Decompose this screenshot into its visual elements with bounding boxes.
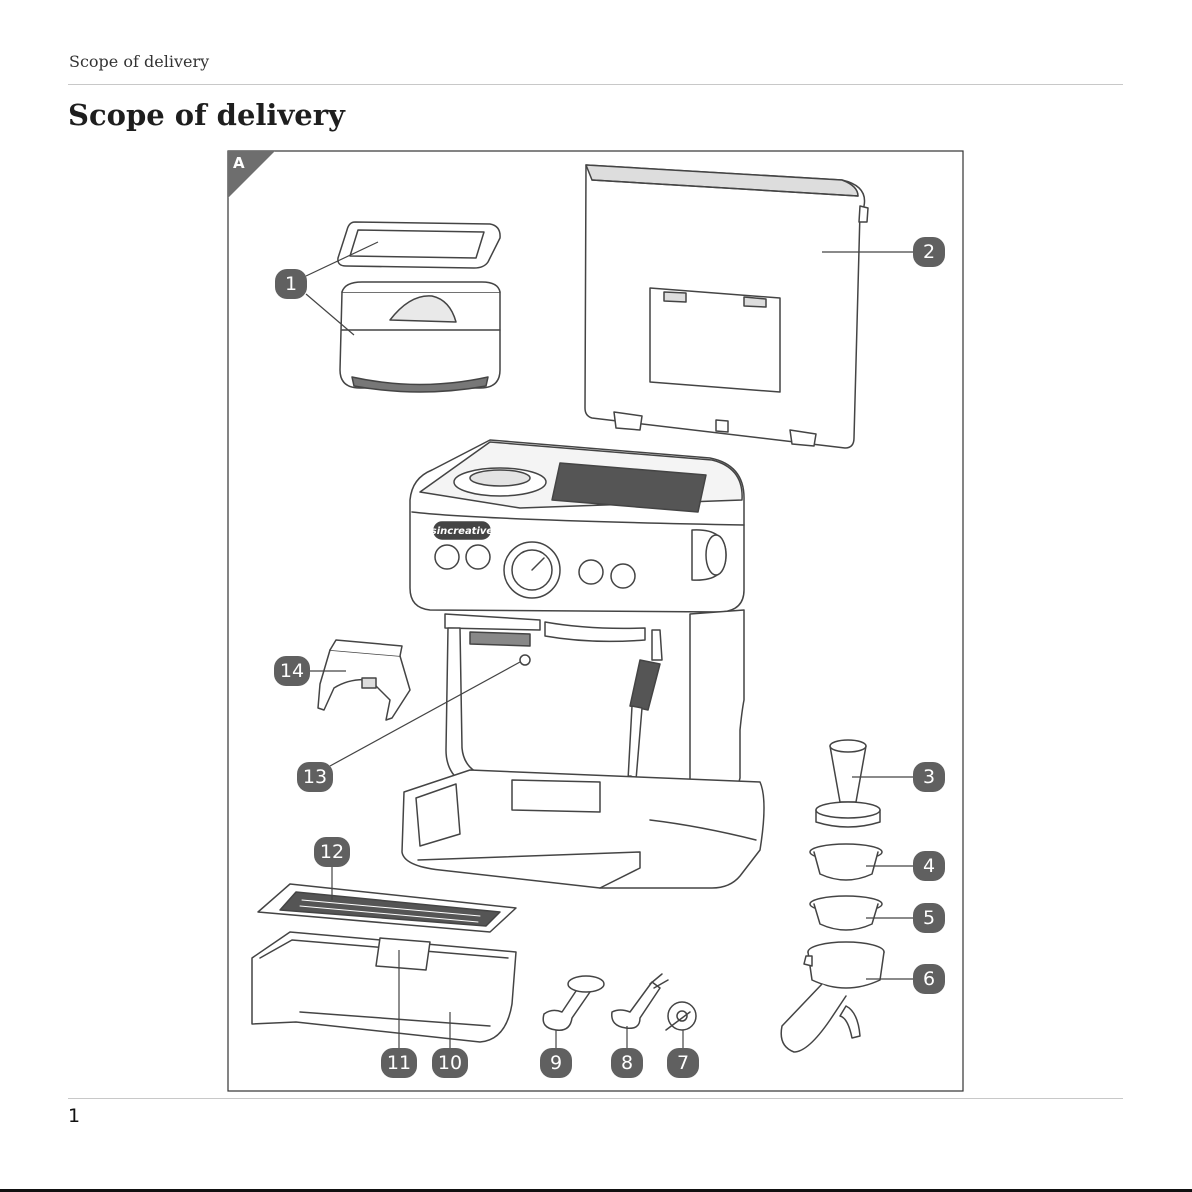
callout-10: 10 <box>432 1048 468 1078</box>
svg-text:3: 3 <box>923 766 935 788</box>
callout-14: 14 <box>274 656 310 686</box>
bean-hopper <box>338 222 500 392</box>
page-number: 1 <box>68 1105 80 1127</box>
callout-11: 11 <box>381 1048 417 1078</box>
figure-label: A <box>233 154 245 172</box>
callout-7: 7 <box>667 1048 699 1078</box>
callout-8: 8 <box>611 1048 643 1078</box>
cleaning-tool <box>666 1002 696 1030</box>
grinder-screw <box>520 655 530 665</box>
svg-text:4: 4 <box>923 855 935 877</box>
callout-4: 4 <box>913 851 945 881</box>
espresso-machine: sincreative <box>402 440 764 888</box>
callout-2: 2 <box>913 237 945 267</box>
filter-basket-single <box>810 844 882 880</box>
footer-rule <box>68 1098 1123 1099</box>
frame-holder <box>318 640 410 720</box>
portafilter <box>781 942 884 1052</box>
filter-basket-double <box>810 896 882 930</box>
svg-text:9: 9 <box>550 1052 562 1074</box>
callout-1: 1 <box>275 269 307 299</box>
callout-6: 6 <box>913 964 945 994</box>
svg-text:13: 13 <box>303 766 327 788</box>
callout-9: 9 <box>540 1048 572 1078</box>
measuring-spoon <box>543 976 604 1030</box>
svg-text:5: 5 <box>923 907 935 929</box>
brand-logo: sincreative <box>431 526 494 537</box>
callout-3: 3 <box>913 762 945 792</box>
svg-text:1: 1 <box>285 273 297 295</box>
drip-tray-grid <box>258 884 516 932</box>
callout-13: 13 <box>297 762 333 792</box>
svg-text:12: 12 <box>320 841 344 863</box>
svg-text:14: 14 <box>280 660 304 682</box>
svg-text:11: 11 <box>387 1052 411 1074</box>
callout-5: 5 <box>913 903 945 933</box>
drip-tray <box>252 932 516 1042</box>
svg-text:2: 2 <box>923 241 935 263</box>
svg-text:7: 7 <box>677 1052 689 1074</box>
tamper <box>816 740 880 827</box>
svg-text:8: 8 <box>621 1052 633 1074</box>
cleaning-brush <box>612 974 668 1028</box>
svg-text:6: 6 <box>923 968 935 990</box>
callout-12: 12 <box>314 837 350 867</box>
water-tank <box>585 165 868 448</box>
svg-text:10: 10 <box>438 1052 462 1074</box>
